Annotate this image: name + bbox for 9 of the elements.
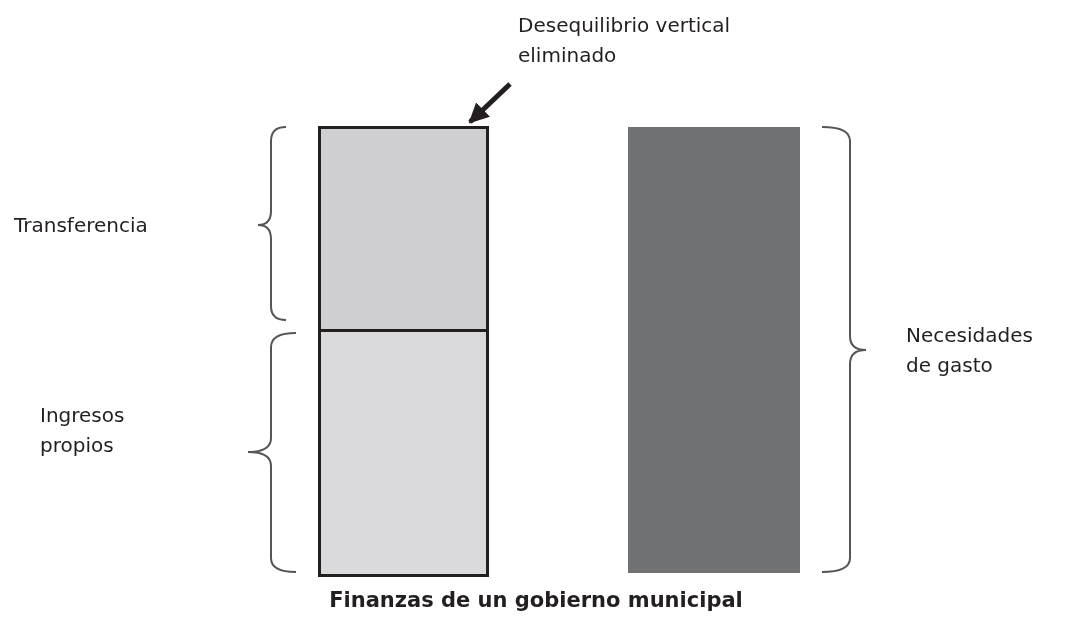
callout-text: Desequilibrio vertical eliminado [518,10,808,70]
brace-label: Ingresos propios [40,402,126,459]
bar-segment [318,332,489,577]
arrow [468,82,512,124]
brace-label: Transferencia [14,212,149,239]
caption: Finanzas de un gobierno municipal [328,587,744,614]
bar-segment [318,126,489,332]
bar-segment [628,127,800,573]
brace-label: Necesidades de gasto [906,322,1034,379]
